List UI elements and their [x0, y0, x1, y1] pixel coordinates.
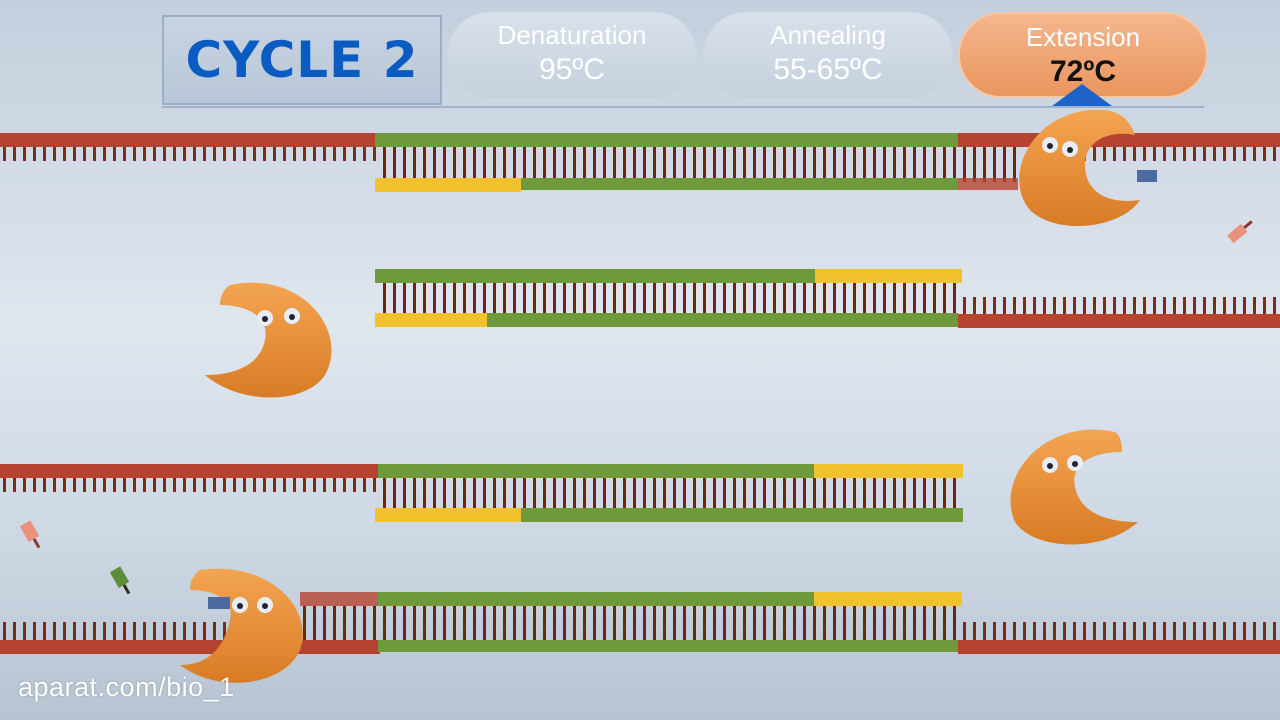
template-ticks-right — [962, 622, 1280, 640]
extending-strand — [300, 592, 380, 606]
polymerase-character-3 — [1010, 429, 1138, 545]
watermark: aparat.com/bio_1 — [18, 672, 235, 702]
new-strand — [378, 592, 814, 606]
polymerase-character-1 — [1019, 109, 1157, 227]
dna-duplex-1 — [0, 133, 1280, 192]
base-pairs — [378, 283, 962, 315]
template-ticks-right — [1080, 147, 1280, 161]
new-strand — [375, 133, 958, 147]
nucleotide-icon — [109, 566, 131, 595]
template-strand — [0, 640, 380, 654]
template-strand — [0, 464, 380, 478]
template-strand — [958, 314, 1280, 328]
phase-header-underline — [162, 14, 1204, 108]
primer — [375, 508, 521, 522]
new-strand — [521, 508, 963, 522]
new-strand — [487, 313, 958, 327]
new-strand — [521, 178, 958, 190]
active-step-indicator-icon — [1052, 84, 1112, 106]
new-strand — [375, 269, 815, 283]
polymerase-character-4 — [180, 568, 303, 683]
step-temperature: 55-65ºC — [773, 53, 883, 86]
primer — [814, 592, 962, 606]
template-ticks — [958, 297, 1280, 314]
nucleotide-icon — [19, 520, 41, 549]
step-name: Annealing — [770, 20, 886, 50]
primer — [814, 464, 963, 478]
new-strand — [378, 640, 962, 652]
primer — [815, 269, 962, 283]
polymerase-character-2 — [205, 282, 332, 398]
step-name: Denaturation — [497, 20, 647, 50]
step-temperature: 72ºC — [1050, 55, 1116, 88]
primer — [375, 178, 521, 192]
dna-duplex-3 — [0, 464, 963, 522]
template-ticks — [0, 478, 380, 492]
template-ticks — [0, 147, 380, 161]
step-name: Extension — [1025, 22, 1141, 52]
dna-duplex-2 — [375, 269, 1280, 328]
extending-strand — [958, 178, 1018, 190]
base-pairs — [300, 606, 962, 642]
primer — [375, 313, 487, 327]
base-pairs — [378, 147, 1018, 182]
step-temperature: 95ºC — [539, 53, 605, 86]
cycle-title: CYCLE 2 — [185, 31, 419, 89]
new-strand — [378, 464, 814, 478]
step-annealing: Annealing 55-65ºC — [703, 12, 953, 98]
template-strand — [958, 640, 1280, 654]
step-denaturation: Denaturation 95ºC — [447, 12, 697, 98]
dna-duplex-4 — [0, 592, 1280, 654]
base-pairs — [380, 478, 963, 511]
cycle-label-box: CYCLE 2 — [162, 15, 442, 105]
nucleotide-icon — [1227, 220, 1253, 244]
template-ticks — [0, 622, 300, 640]
